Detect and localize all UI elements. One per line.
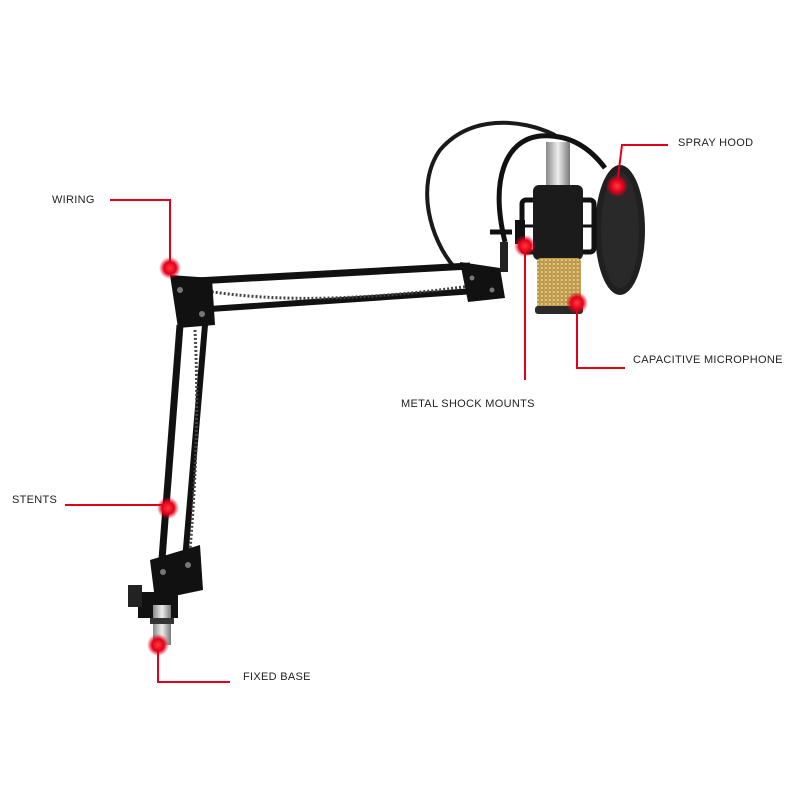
- lower-arm-rail-left: [156, 324, 184, 586]
- label-capacitive-microphone: CAPACITIVE MICROPHONE: [633, 354, 783, 366]
- head-clamp: [460, 262, 505, 302]
- lower-arm-spring: [188, 329, 199, 551]
- callout-line-capacitive-microphone: [576, 303, 625, 369]
- microphone-upper-body: [533, 185, 583, 260]
- callout-dot-wiring: [159, 257, 181, 279]
- joint-screw: [469, 275, 475, 281]
- callout-dot-capacitive-microphone: [566, 292, 588, 314]
- joint-screw: [489, 287, 495, 293]
- label-metal-shock-mounts: METAL SHOCK MOUNTS: [401, 398, 535, 410]
- stand-artwork: [128, 120, 645, 645]
- microphone-xlr-neck: [546, 142, 570, 188]
- label-spray-hood: SPRAY HOOD: [678, 137, 754, 149]
- upper-joint-plate: [170, 275, 215, 328]
- microphone-cable: [425, 120, 556, 270]
- base-clamp-post-ring: [150, 618, 174, 624]
- label-fixed-base: FIXED BASE: [243, 671, 311, 683]
- callout-line-wiring: [110, 199, 171, 268]
- joint-screw: [199, 311, 205, 317]
- joint-screw: [160, 569, 166, 575]
- pop-filter-gooseneck: [496, 133, 607, 243]
- callout-dots: [147, 175, 628, 656]
- callout-dot-metal-shock-mounts: [514, 235, 536, 257]
- lower-joint-plate: [150, 545, 203, 600]
- label-wiring: WIRING: [52, 194, 95, 206]
- joint-screw: [185, 562, 191, 568]
- callout-lines: [65, 144, 668, 683]
- joint-screw: [177, 287, 183, 293]
- base-clamp-knob: [128, 585, 142, 607]
- label-stents: STENTS: [12, 494, 58, 506]
- upper-arm-rail-bottom: [194, 287, 491, 313]
- thumb-screw-knob: [500, 242, 508, 272]
- pop-filter-mesh: [601, 172, 639, 288]
- callout-dot-spray-hood: [606, 175, 628, 197]
- upper-arm-rail-top: [177, 262, 471, 286]
- callout-line-fixed-base: [157, 647, 230, 683]
- callout-dot-fixed-base: [147, 634, 169, 656]
- callout-dot-stents: [157, 497, 179, 519]
- callout-line-spray-hood: [616, 144, 668, 186]
